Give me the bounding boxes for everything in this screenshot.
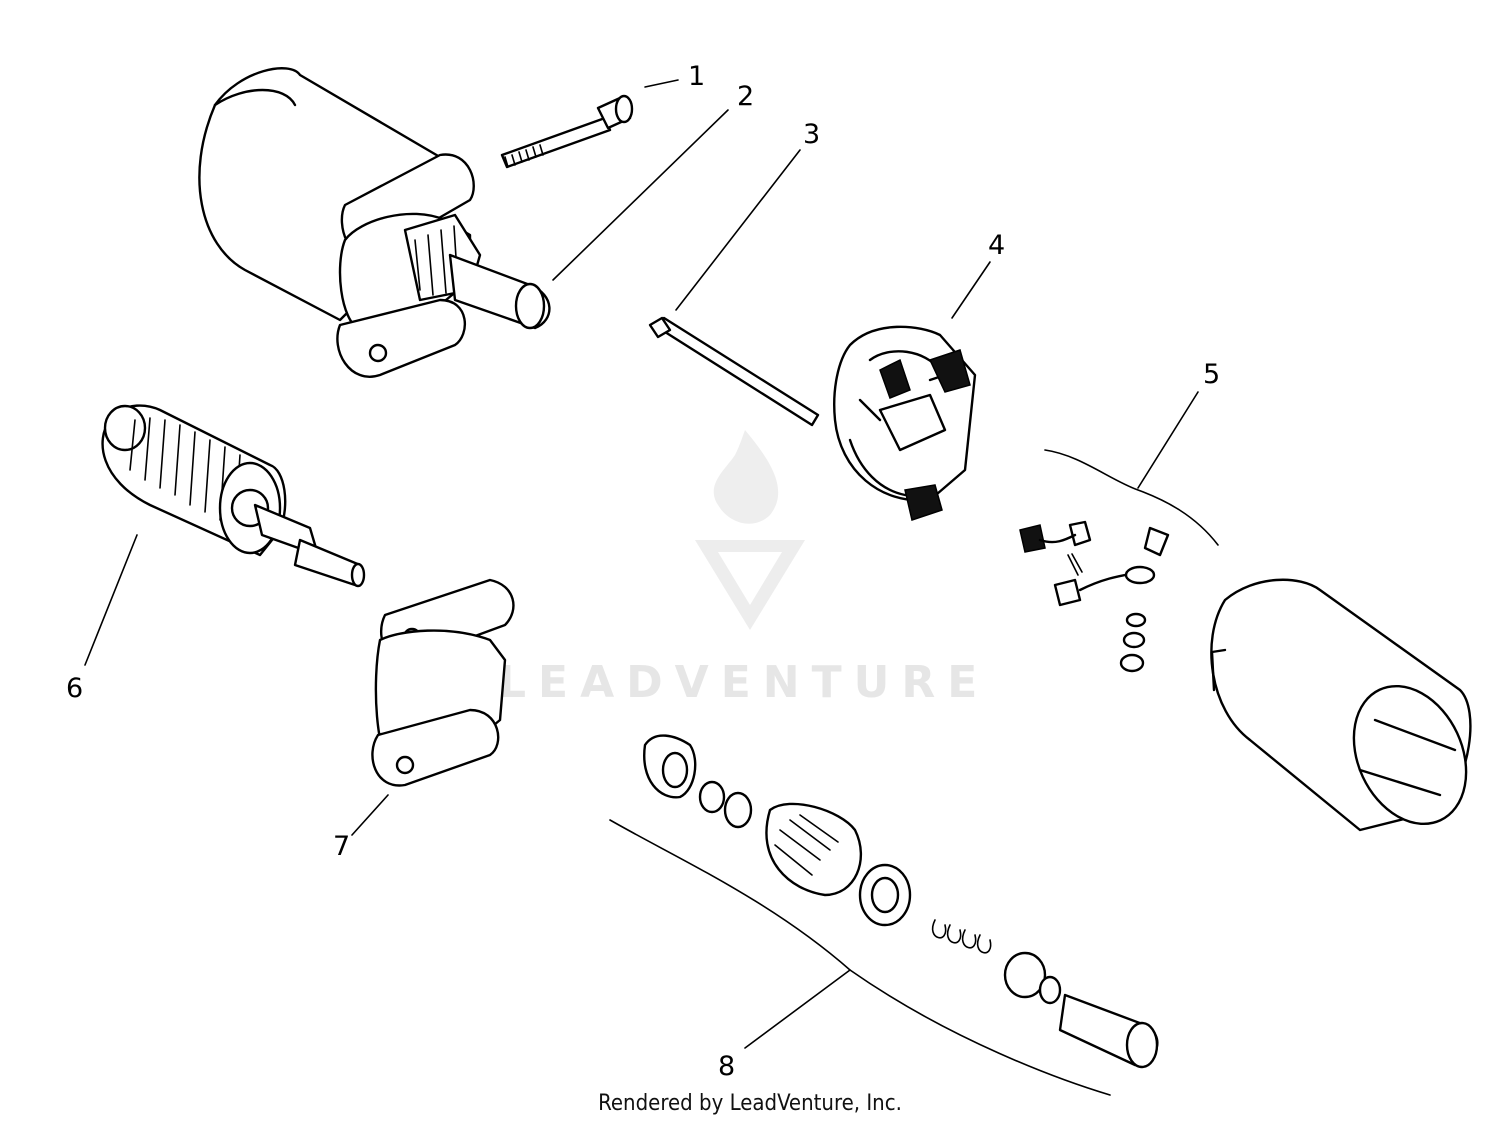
callout-2: 2 <box>737 81 754 112</box>
callout-8: 8 <box>718 1051 735 1082</box>
watermark-text: LEADVENTURE <box>498 657 989 708</box>
leader-lines <box>84 79 1219 1096</box>
part-4-end-cap <box>833 325 977 521</box>
callout-7: 7 <box>333 831 350 862</box>
callout-6: 6 <box>66 673 83 704</box>
starter-motor-housing <box>198 67 551 378</box>
callout-1: 1 <box>688 61 705 92</box>
part-5-brush-kit <box>1019 520 1170 673</box>
callout-labels: 1 2 3 4 5 6 7 8 <box>66 61 1220 1082</box>
part-8-drive-kit <box>643 734 1159 1069</box>
v-logo-icon <box>695 540 805 630</box>
footer-credit: Rendered by LeadVenture, Inc. <box>598 1091 902 1116</box>
callout-5: 5 <box>1203 359 1220 390</box>
callout-4: 4 <box>988 230 1005 261</box>
leadventure-watermark: LEADVENTURE <box>498 430 989 708</box>
part-7-bracket <box>371 578 515 787</box>
part-6-armature <box>101 404 366 588</box>
callout-3: 3 <box>803 119 820 150</box>
part-3-through-bolt <box>648 316 820 427</box>
flame-logo-icon <box>713 430 779 524</box>
motor-frame-sleeve <box>1210 578 1472 832</box>
part-1-bolt <box>500 94 634 169</box>
